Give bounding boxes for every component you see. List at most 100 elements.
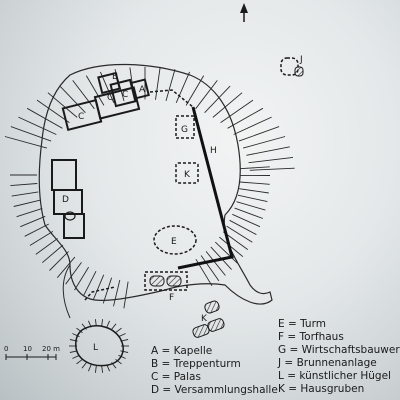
hachure-west [13, 199, 41, 207]
hachure-top [195, 80, 218, 110]
dashed-wall-left [84, 286, 116, 301]
hill-hachure [72, 354, 80, 359]
hachure-east [205, 251, 226, 276]
hachure-west [24, 223, 50, 237]
hachure-top [85, 75, 105, 106]
hachure-top [72, 80, 95, 110]
hill-hachure [76, 358, 83, 365]
hachure-top [246, 146, 290, 156]
hill-hachure [101, 365, 104, 373]
hachure-top [175, 71, 191, 103]
hachure-top [233, 116, 272, 135]
hachure-top [36, 99, 70, 123]
legend-item-k: K = Hausgruben [278, 383, 365, 395]
artificial-hill-l [69, 319, 129, 373]
hachure-top [4, 136, 48, 149]
hachure-top [242, 136, 286, 149]
hachure-top [238, 126, 280, 142]
hill-hachure [94, 365, 97, 373]
north-arrow-icon [240, 3, 248, 22]
hachure-west [35, 238, 58, 255]
hachure-east [239, 166, 270, 170]
hill-hachure [81, 362, 87, 369]
label-h: H [210, 146, 217, 156]
legend-item-l: L = künstlicher Hügel [278, 370, 391, 382]
legend-item-d: D = Versammlungshalle [151, 384, 278, 396]
dashed-wall-top [149, 89, 194, 108]
peat-house-frame [144, 271, 188, 291]
hill-hachure [94, 319, 97, 327]
hill-hachure [118, 333, 126, 338]
legend-item-b: B = Treppenturm [151, 358, 241, 370]
hachure-east [237, 194, 268, 203]
label-f: F [169, 293, 174, 303]
legend-item-f: F = Torfhaus [278, 331, 344, 343]
well-j [280, 57, 304, 77]
west-slope-outline [62, 264, 71, 319]
building-d-bottom [63, 213, 85, 239]
legend-item-g: G = Wirtschaftsbauwerk [278, 344, 400, 356]
legend-item-e: E = Turm [278, 318, 326, 330]
label-c-center: C [107, 93, 113, 103]
hachure-west [83, 270, 97, 296]
scale-tick-10: 10 [23, 345, 32, 353]
hall-complex [51, 159, 85, 239]
peat-house-f [144, 271, 188, 291]
hill-hachure [106, 320, 111, 328]
hachure-top [220, 99, 254, 123]
hill-hachure [72, 333, 80, 338]
hachure-west [20, 215, 46, 228]
hachure-west [10, 183, 38, 187]
hachure-west [113, 279, 121, 307]
hachure-west [74, 266, 89, 291]
hachure-top [165, 69, 176, 102]
hachure-west [123, 281, 129, 309]
peat-house-cell-2 [166, 275, 182, 287]
hachure-top [26, 107, 63, 129]
label-j: J [299, 55, 303, 65]
pit-houses-k-south [192, 300, 225, 338]
building-a-chapel [130, 78, 150, 100]
enclosure-wall-h [177, 106, 234, 270]
hill-hachure [101, 319, 104, 327]
label-g: G [181, 125, 188, 135]
hachure-east [200, 255, 220, 282]
tower-e [153, 225, 197, 255]
scale-bar: 0 10 20 m [4, 345, 60, 360]
hachure-east [239, 181, 270, 185]
map-labels: B C C A C D G H K E F J K L [62, 55, 303, 353]
hill-hachure [118, 354, 126, 359]
well-inner [294, 66, 304, 77]
label-a: A [139, 85, 146, 95]
hachure-west [49, 251, 69, 271]
scale-tick-0: 0 [4, 345, 8, 353]
hachure-top [249, 167, 295, 171]
hachure-top [59, 85, 86, 114]
hachure-west [16, 207, 43, 218]
building-d-pit [64, 211, 76, 221]
hachure-east [236, 201, 266, 211]
hachure-east [219, 236, 244, 258]
hachure-west [56, 256, 76, 278]
hachure-top [10, 126, 52, 142]
scale-tick-20m: 20 m [42, 345, 60, 353]
label-c-west: C [78, 112, 84, 122]
hachure-east [226, 225, 253, 243]
label-b: B [112, 72, 118, 82]
hill-hachure [115, 358, 122, 365]
label-e: E [171, 237, 177, 247]
hachure-east [234, 207, 264, 219]
hachure-east [229, 219, 257, 235]
building-d-top [51, 159, 77, 191]
hill-hachure [115, 327, 122, 334]
hachure-east [214, 241, 238, 264]
hachure-west [65, 262, 82, 285]
label-l: L [93, 343, 98, 353]
hachure-top [248, 156, 294, 164]
hachure-top [18, 116, 57, 135]
palas-complex [61, 71, 150, 131]
hachure-west [42, 244, 64, 264]
hachure-top [155, 67, 161, 100]
legend-item-j: J = Brunnenanlage [278, 357, 377, 369]
